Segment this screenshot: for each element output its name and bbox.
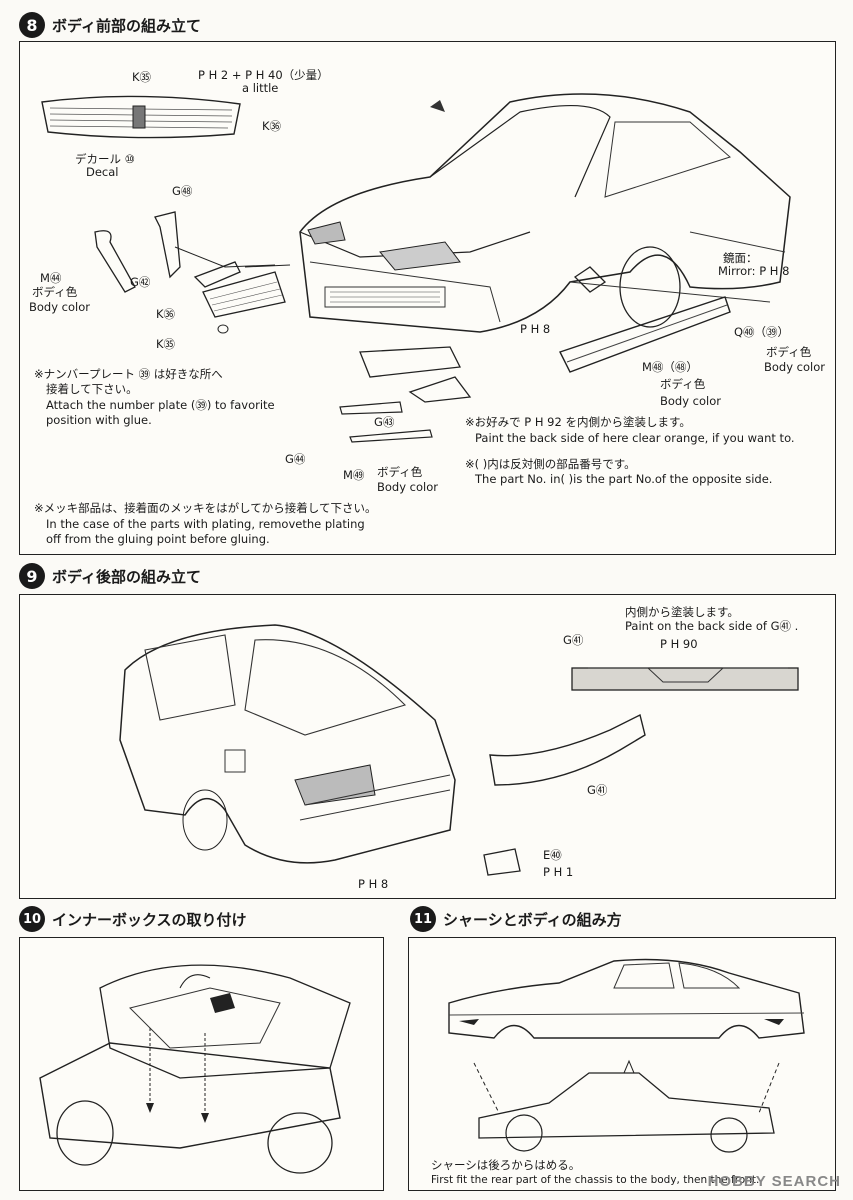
label-body-color-jp-1: ボディ色 <box>32 285 78 299</box>
inner-box-illustration <box>39 964 351 1174</box>
number-plate-illustration <box>483 848 521 876</box>
lower-parts-illustration <box>339 346 472 443</box>
label-g61: G㊶ <box>587 783 608 797</box>
step-11-note-en: First fit the rear part of the chassis t… <box>431 1174 760 1186</box>
note-plate-en-2: position with glue. <box>46 413 152 427</box>
label-e40: E㊵ <box>543 848 562 862</box>
label-g61-top: G㊶ <box>563 633 584 647</box>
label-body-color-en-4: Body color <box>377 480 439 494</box>
note-orange-en: Paint the back side of here clear orange… <box>475 431 795 445</box>
label-m89: M㊹ <box>40 271 62 285</box>
label-body-color-en-1: Body color <box>29 300 91 314</box>
step-10-panel <box>19 937 384 1191</box>
label-k85: K㉟ <box>156 337 176 351</box>
watermark: HOBBY SEARCH <box>707 1173 841 1190</box>
label-k86-top: K㊱ <box>262 119 282 133</box>
step-10-title: インナーボックスの取り付け <box>52 911 247 929</box>
note-plating-en-2: off from the gluing point before gluing. <box>46 532 270 546</box>
note-plating-jp: ※メッキ部品は、接着面のメッキをはがしてから接着して下さい。 <box>34 501 377 515</box>
body-illustration <box>448 958 805 1039</box>
label-m90: M㊾ <box>343 468 365 482</box>
label-body-color-jp-4: ボディ色 <box>377 465 423 479</box>
side-parts-illustration <box>94 211 291 334</box>
note-plating-en-1: In the case of the parts with plating, r… <box>46 517 365 531</box>
side-skirt-illustration <box>559 266 731 373</box>
label-ph90: P H 90 <box>660 637 698 651</box>
step-11-number: 11 <box>410 906 436 932</box>
label-g65: G㊽ <box>172 184 193 198</box>
label-mirror-jp: 鏡面： <box>723 251 758 265</box>
label-decal-en: Decal <box>86 165 119 179</box>
car-rear-illustration <box>119 624 456 864</box>
spoiler-detail-illustration <box>571 667 799 691</box>
label-decal-jp: デカール ⑩ <box>75 152 135 166</box>
step-8-title: ボディ前部の組み立て <box>52 17 201 35</box>
note-orange-jp: ※お好みで P H 92 を内側から塗装します。 <box>465 415 691 429</box>
label-ph8-front: P H 8 <box>520 322 551 336</box>
step-11-note-jp: シャーシは後ろからはめる。 <box>431 1158 581 1172</box>
step-9-number: 9 <box>19 563 45 589</box>
label-inside-jp: 内側から塗装します。 <box>625 605 739 619</box>
label-ph1: P H 1 <box>543 865 574 879</box>
step-9-title: ボディ後部の組み立て <box>52 568 201 586</box>
note-plate-jp-2: 接着して下さい。 <box>46 382 138 396</box>
label-body-color-jp-3: ボディ色 <box>660 377 706 391</box>
note-plate-en-1: Attach the number plate (㊴) to favorite <box>46 398 275 412</box>
label-paint-ph: P H 2 + P H 40（少量） <box>198 68 329 82</box>
label-k86: K㊱ <box>156 307 176 321</box>
note-opposite-jp: ※( )内は反対側の部品番号です。 <box>465 457 636 471</box>
step-10-number: 10 <box>19 906 45 932</box>
car-front-illustration <box>299 93 791 333</box>
label-m87: M㊽（㊽） <box>642 360 698 374</box>
label-g63: G㊸ <box>374 415 395 429</box>
step-9-panel: 内側から塗装します。 Paint on the back side of G㊶ … <box>19 594 836 899</box>
step-11-panel: シャーシは後ろからはめる。 First fit the rear part of… <box>408 937 836 1191</box>
label-g62: G㊷ <box>130 275 151 289</box>
note-opposite-en: The part No. in( )is the part No.of the … <box>475 472 773 486</box>
label-inside-en: Paint on the back side of G㊶ . <box>625 619 799 633</box>
step-8-number: 8 <box>19 12 45 38</box>
label-q95: Q㊵（㊴） <box>734 325 790 339</box>
label-ph8: P H 8 <box>358 877 389 891</box>
step-11-title: シャーシとボディの組み方 <box>443 911 622 929</box>
note-plate-jp-1: ※ナンバープレート ㊴ は好きな所へ <box>34 367 223 381</box>
label-body-color-jp-2: ボディ色 <box>766 345 812 359</box>
label-body-color-en-3: Body color <box>660 394 722 408</box>
label-k85-top: K㉟ <box>132 70 152 84</box>
label-body-color-en-2: Body color <box>764 360 826 374</box>
label-g64: G㊹ <box>285 452 306 466</box>
label-a-little: a little <box>242 81 279 95</box>
rear-spoiler-illustration <box>489 713 646 786</box>
label-mirror-en: Mirror: P H 8 <box>718 264 790 278</box>
grille-illustration <box>41 95 241 139</box>
chassis-illustration <box>473 1059 780 1153</box>
step-8-panel: K㉟ P H 2 + P H 40（少量） a little K㊱ デカール ⑩… <box>19 41 836 555</box>
